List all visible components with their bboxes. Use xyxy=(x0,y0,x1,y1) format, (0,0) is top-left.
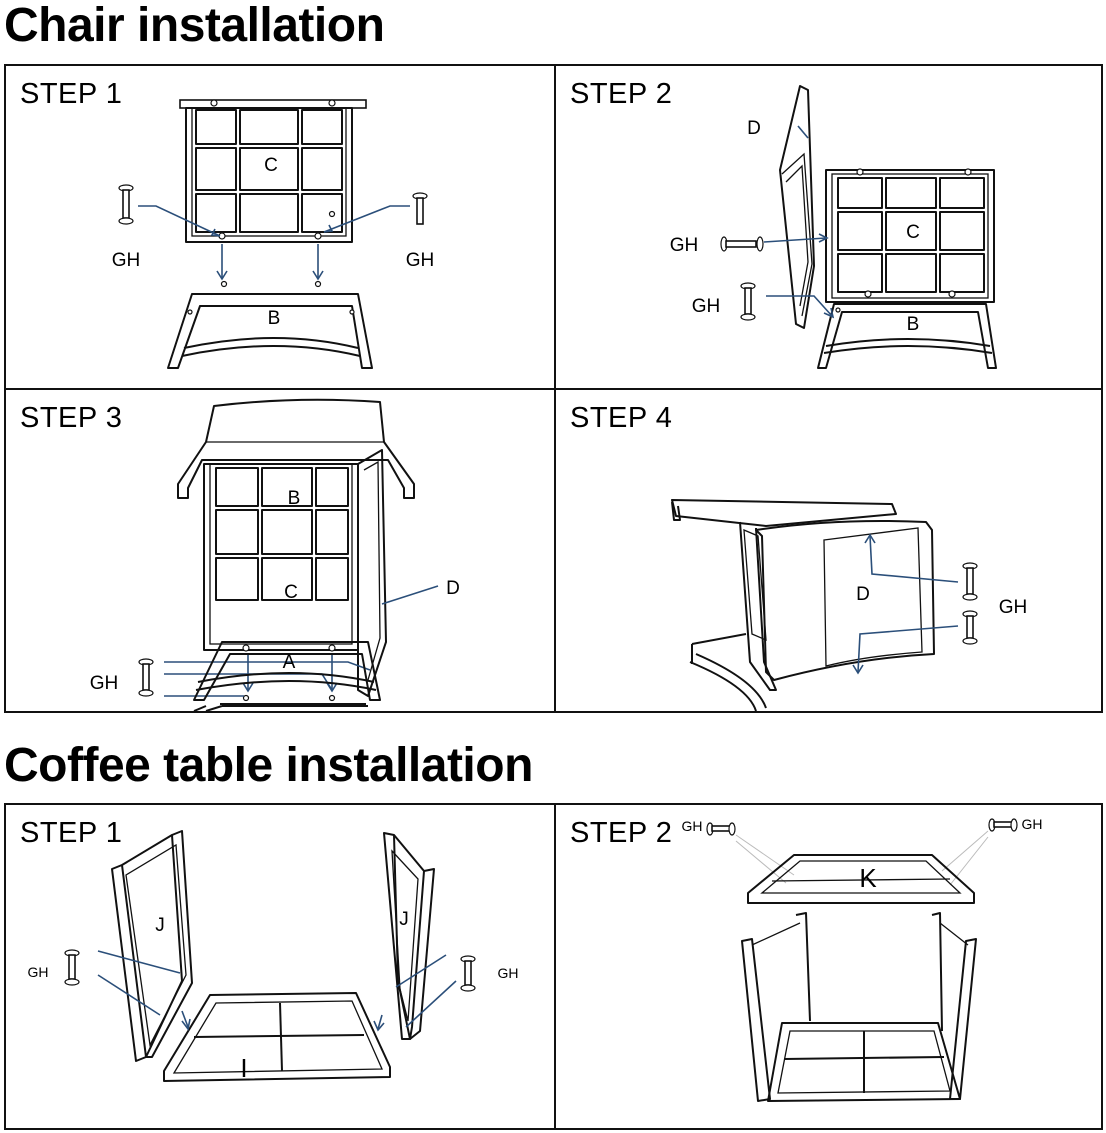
seat-cushion-b xyxy=(177,398,415,499)
part-label-i: I xyxy=(240,1053,247,1083)
seat-frame-b xyxy=(167,280,373,369)
back-frame-c xyxy=(179,99,367,243)
bolt-icon xyxy=(412,192,428,225)
chair-step-4-diagram: D GH xyxy=(671,499,1028,711)
table-base xyxy=(741,912,977,1102)
table-step-1-diagram: J J I GH GH xyxy=(28,830,519,1083)
bolt-icon-horizontal xyxy=(706,822,736,836)
grid-divider-horizontal xyxy=(6,388,1101,390)
chair-step-1-diagram: C B GH GH xyxy=(112,99,435,369)
side-frame-j-left xyxy=(111,830,193,1062)
table-step-1-panel: J J I GH GH STEP 1 xyxy=(6,805,554,1128)
part-label-gh-bottom: GH xyxy=(692,296,721,317)
seat-frame-a xyxy=(193,694,366,711)
grid-divider-vertical xyxy=(554,805,556,1128)
part-label-d: D xyxy=(747,118,761,139)
part-label-gh-left: GH xyxy=(112,250,141,271)
part-label-k: K xyxy=(859,863,877,893)
chair-step-1-label: STEP 1 xyxy=(20,78,123,110)
part-label-b: B xyxy=(288,488,301,509)
side-frame-j-right xyxy=(383,832,435,1040)
part-label-gh-right: GH xyxy=(1022,816,1043,832)
bolt-icon xyxy=(962,610,978,645)
chair-step-2-panel: D C B GH GH STEP 2 xyxy=(556,66,1101,388)
seat-frame-b xyxy=(817,303,997,369)
part-label-gh-left: GH xyxy=(682,818,703,834)
table-step-2-diagram: K GH GH xyxy=(682,816,1043,1102)
chair-step-3-label: STEP 3 xyxy=(20,402,123,434)
chair-steps-grid: C B GH GH STEP 1 xyxy=(4,64,1103,713)
part-label-gh-left: GH xyxy=(28,964,49,980)
bolt-icon xyxy=(138,658,154,697)
chair-step-1-panel: C B GH GH STEP 1 xyxy=(6,66,554,388)
back-frame-c xyxy=(825,168,995,303)
table-step-2-panel: K GH GH STEP 2 xyxy=(556,805,1101,1128)
assembly-arrows xyxy=(97,950,457,1032)
table-step-2-label: STEP 2 xyxy=(570,817,673,849)
bolt-icon-horizontal xyxy=(720,236,764,252)
part-label-d: D xyxy=(856,584,870,605)
assembly-arrows xyxy=(164,585,439,697)
bolt-icon xyxy=(962,562,978,601)
part-label-gh-right: GH xyxy=(406,250,435,271)
part-label-c: C xyxy=(284,582,298,603)
bolt-icon-horizontal xyxy=(988,818,1018,832)
assembly-arrows xyxy=(852,533,959,675)
part-label-c: C xyxy=(264,155,278,176)
bolt-icon xyxy=(460,955,476,992)
side-frame-d xyxy=(357,449,387,697)
coffee-table-installation-title: Coffee table installation xyxy=(4,739,533,792)
part-label-gh: GH xyxy=(90,673,119,694)
part-label-c: C xyxy=(906,222,920,243)
part-label-b: B xyxy=(907,314,920,335)
part-label-b: B xyxy=(268,308,281,329)
part-label-d: D xyxy=(446,578,460,599)
base-frame-i xyxy=(163,992,391,1082)
chair-step-2-diagram: D C B GH GH xyxy=(670,85,997,369)
side-frame-d xyxy=(779,85,815,329)
assembled-chair xyxy=(671,499,935,711)
chair-step-3-diagram: B C D GH xyxy=(90,398,460,711)
assembly-arrows xyxy=(763,125,835,319)
table-top-k xyxy=(747,854,975,904)
assembly-arrows xyxy=(138,205,410,281)
chair-step-2-label: STEP 2 xyxy=(570,78,673,110)
part-label-gh: GH xyxy=(999,597,1028,618)
part-label-j-left: J xyxy=(155,915,165,936)
chair-installation-title: Chair installation xyxy=(4,0,385,52)
table-step-1-label: STEP 1 xyxy=(20,817,123,849)
chair-step-4-panel: D GH STEP 4 xyxy=(556,390,1101,711)
bolt-icon xyxy=(118,184,134,225)
bolt-icon xyxy=(64,949,80,986)
part-label-j-right: J xyxy=(399,909,409,930)
part-label-gh-right: GH xyxy=(498,965,519,981)
bolt-icon xyxy=(740,282,756,321)
chair-step-3-panel: B C D GH STEP 3 xyxy=(6,390,554,711)
back-frame-c xyxy=(203,463,359,652)
part-label-gh-top: GH xyxy=(670,235,699,256)
coffee-table-steps-grid: J J I GH GH STEP 1 xyxy=(4,803,1103,1130)
chair-step-4-label: STEP 4 xyxy=(570,402,673,434)
